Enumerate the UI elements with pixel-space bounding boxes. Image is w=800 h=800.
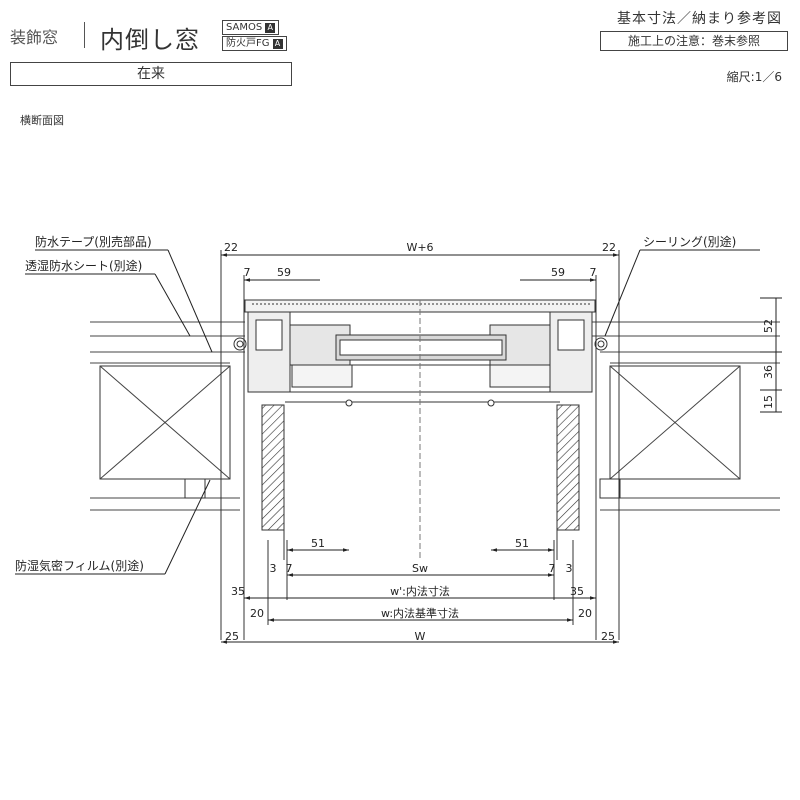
section-label: 横断面図 [20,114,64,127]
dim-top-right-59: 59 [551,266,565,279]
reference-note: 施工上の注意：巻末参照 [600,31,788,51]
samos-badge-mark: A [265,23,276,33]
fire-door-badge-label: 防火戸FG [226,38,270,49]
dim-right-20: 20 [578,607,592,620]
dim-right-51: 51 [515,537,529,550]
dim-top-right-small: 7 [590,266,597,279]
reference-title: 基本寸法／納まり参考図 [617,11,782,27]
dim-left-3: 3 [270,562,277,575]
dim-right-36: 36 [762,365,775,379]
dim-right-7: 7 [549,562,556,575]
wall-left [90,321,245,511]
callout-moisture-sheet: 透湿防水シート(別途) [25,258,142,273]
samos-badge-label: SAMOS [226,22,263,33]
install-type: 在来 [10,62,292,86]
dim-top-left-outer: 22 [224,241,238,254]
fire-door-badge-mark: A [272,39,283,49]
callout-waterproof-tape: 防水テープ(別売部品) [35,234,152,249]
dim-right-15: 15 [762,395,775,409]
sealing-beads [233,337,608,351]
dim-left-7: 7 [286,562,293,575]
header-divider [84,22,85,48]
drawing-scale: 縮尺:1／6 [726,70,782,84]
dim-left-51: 51 [311,537,325,550]
dim-right-35: 35 [570,585,584,598]
dim-right-25: 25 [601,630,615,643]
dim-left-35: 35 [231,585,245,598]
dim-right-52: 52 [762,319,775,333]
dim-overall-w: W [415,630,426,643]
dim-inner-w: w:内法基準寸法 [381,606,459,620]
product-title: 内倒し窓 [100,26,200,54]
right-jamb [556,404,580,531]
product-category: 装飾窓 [10,28,59,47]
dim-left-20: 20 [250,607,264,620]
dim-top-left-small: 7 [244,266,251,279]
dim-right-3: 3 [566,562,573,575]
callout-sealing: シーリング(別途) [643,234,736,249]
dim-top-left-59: 59 [277,266,291,279]
dim-sw: Sw [412,562,428,575]
left-jamb [261,404,285,531]
window-frame [244,299,596,560]
dim-left-25: 25 [225,630,239,643]
dim-top-right-outer: 22 [602,241,616,254]
callout-vapor-film: 防湿気密フィルム(別途) [15,558,144,573]
dim-inner-w-prime: w':内法寸法 [390,584,450,598]
dim-top-overall: W+6 [406,241,433,254]
